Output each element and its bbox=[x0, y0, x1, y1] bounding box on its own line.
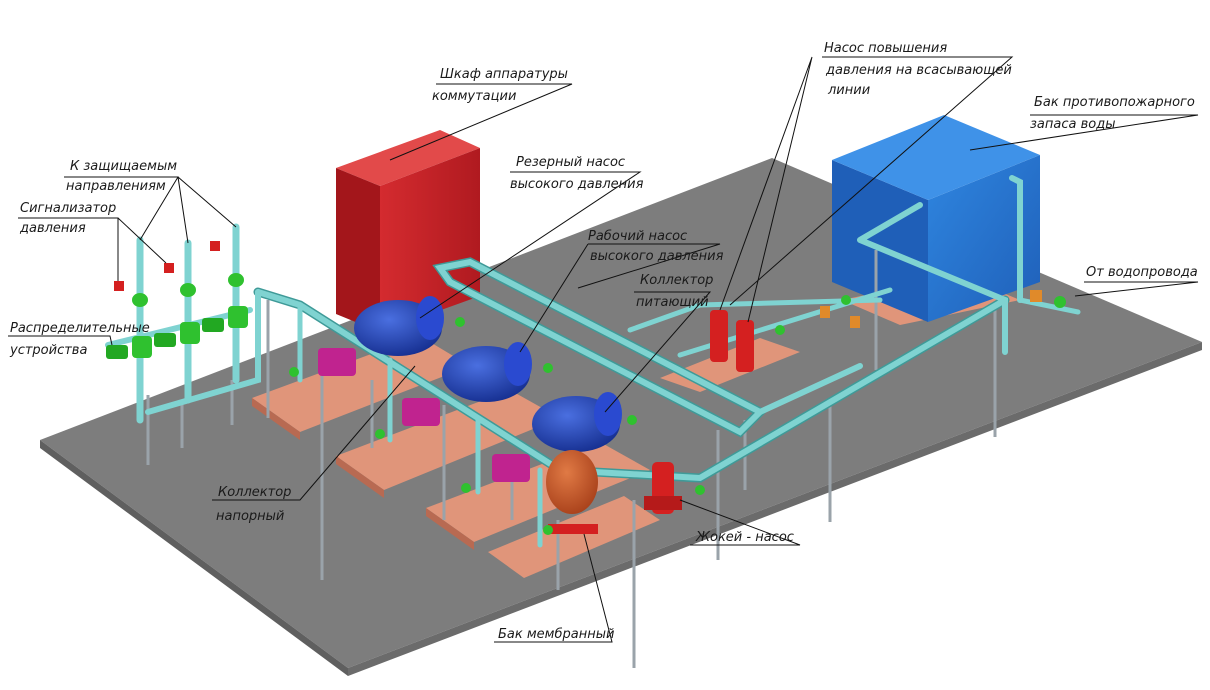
label-work-pump: Рабочий насос высокого давления bbox=[588, 229, 724, 264]
label-jockey-line1: Жокей - насос bbox=[695, 530, 794, 545]
label-to-protected: К защищаемым направлениям bbox=[66, 159, 177, 194]
fire-water-tank bbox=[832, 115, 1040, 325]
label-to-protected-line2: направлениям bbox=[66, 179, 166, 194]
label-supply-collector: Коллектор питающий bbox=[636, 273, 713, 310]
valves bbox=[289, 290, 1066, 535]
jockey-pump bbox=[644, 462, 682, 514]
label-booster-pump-line2: давления на всасывающей bbox=[825, 63, 1012, 78]
leader-lines bbox=[8, 56, 1199, 643]
label-cabinet-line1: Шкаф аппаратуры bbox=[440, 67, 568, 82]
label-pressure-signal-line1: Сигнализатор bbox=[20, 201, 116, 216]
label-pressure-collector: Коллектор напорный bbox=[216, 485, 291, 524]
label-reserve-pump-line1: Резерный насос bbox=[516, 155, 625, 170]
label-supply-collector-line2: питающий bbox=[636, 295, 709, 310]
label-distribution-line2: устройства bbox=[9, 343, 87, 358]
label-pressure-collector-line2: напорный bbox=[216, 509, 284, 524]
label-pressure-collector-line1: Коллектор bbox=[218, 485, 291, 500]
pump-unit-third bbox=[492, 392, 622, 482]
distribution-devices bbox=[106, 241, 248, 359]
label-pressure-signal-line2: давления bbox=[19, 221, 86, 236]
label-booster-pump: Насос повышения давления на всасывающей … bbox=[824, 41, 1012, 98]
label-distribution: Распределительные устройства bbox=[9, 321, 150, 358]
pump-unit-work bbox=[402, 342, 532, 426]
booster-pumps bbox=[710, 310, 754, 372]
label-jockey: Жокей - насос bbox=[695, 530, 794, 545]
label-from-water-line1: От водопровода bbox=[1086, 265, 1198, 280]
label-reserve-pump: Резерный насос высокого давления bbox=[510, 155, 644, 192]
label-reserve-pump-line2: высокого давления bbox=[510, 177, 644, 192]
label-membrane-tank-line1: Бак мембранный bbox=[498, 627, 614, 642]
label-fire-tank: Бак противопожарного запаса воды bbox=[1030, 95, 1195, 132]
label-membrane-tank: Бак мембранный bbox=[498, 627, 614, 642]
label-from-water: От водопровода bbox=[1086, 265, 1198, 280]
label-fire-tank-line2: запаса воды bbox=[1030, 117, 1115, 132]
label-distribution-line1: Распределительные bbox=[10, 321, 150, 336]
label-cabinet: Шкаф аппаратуры коммутации bbox=[432, 67, 568, 104]
label-booster-pump-line1: Насос повышения bbox=[824, 41, 947, 56]
label-to-protected-line1: К защищаемым bbox=[70, 159, 177, 174]
label-work-pump-line2: высокого давления bbox=[590, 249, 724, 264]
membrane-tank bbox=[546, 450, 598, 534]
label-fire-tank-line1: Бак противопожарного bbox=[1034, 95, 1195, 110]
label-booster-pump-line3: линии bbox=[827, 83, 870, 98]
label-supply-collector-line1: Коллектор bbox=[640, 273, 713, 288]
label-work-pump-line1: Рабочий насос bbox=[588, 229, 687, 244]
label-pressure-signal: Сигнализатор давления bbox=[19, 201, 116, 236]
label-cabinet-line2: коммутации bbox=[432, 89, 516, 104]
